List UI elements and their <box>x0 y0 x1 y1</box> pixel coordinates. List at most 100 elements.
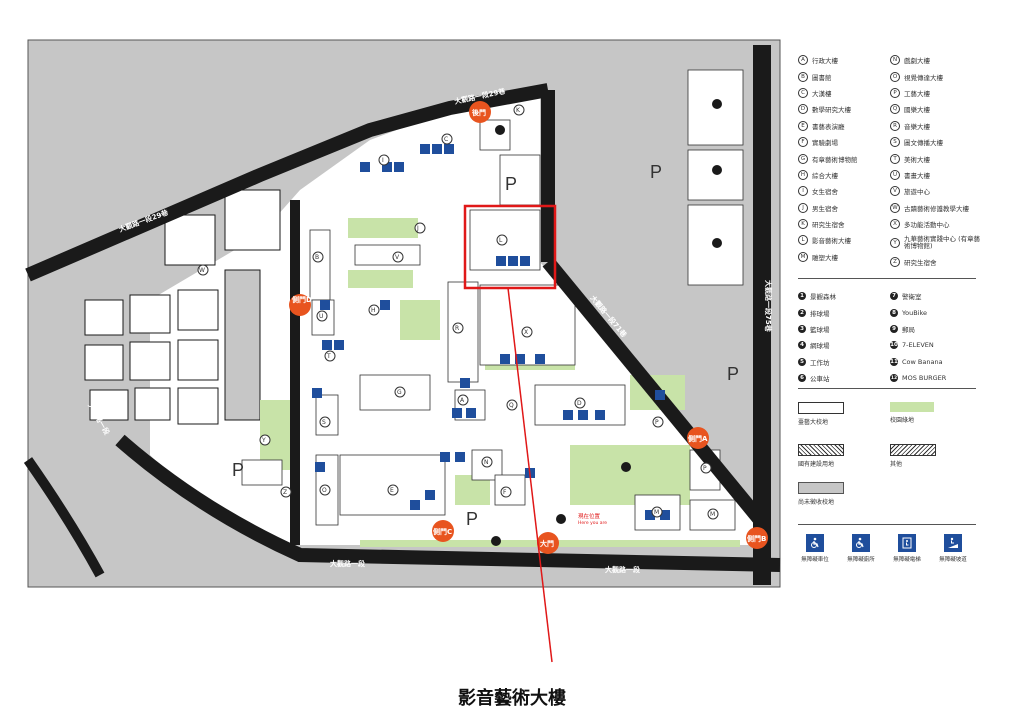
accessible-parking-icon <box>806 534 824 552</box>
road-label-south-left: 大觀路一段 <box>330 559 365 568</box>
svg-text:A: A <box>460 397 465 404</box>
facility-markers <box>491 99 722 546</box>
svg-text:P: P <box>232 460 244 480</box>
svg-text:後門: 後門 <box>471 108 486 117</box>
legend-area-other: 其他 <box>890 444 936 468</box>
svg-text:G: G <box>397 389 402 396</box>
legend-accessible-ramp: 無障礙坡道 <box>930 534 976 563</box>
svg-text:B: B <box>315 254 319 261</box>
here-label: 現在位置 <box>578 512 601 520</box>
building-letter-markers: L X R V G U B S O E A D N F P P M M I C … <box>197 104 719 520</box>
gate-side-a: 側門A <box>687 427 709 449</box>
svg-text:L: L <box>499 237 503 244</box>
legend-area-state: 國有建設用地 <box>798 444 844 468</box>
legend-divider <box>798 278 976 279</box>
legend-accessible-toilet: 無障礙廁所 <box>838 534 884 563</box>
svg-text:側門D: 側門D <box>291 295 312 304</box>
accessible-markers <box>312 144 670 520</box>
gate-back: 後門 <box>469 101 491 123</box>
here-label-en: Here you are <box>578 520 607 526</box>
gate-side-d: 側門D <box>289 294 312 316</box>
svg-text:X: X <box>524 329 528 336</box>
svg-text:M: M <box>710 511 715 518</box>
gate-main: 大門 <box>537 532 559 554</box>
svg-text:V: V <box>395 254 400 261</box>
svg-text:P: P <box>727 364 739 384</box>
svg-text:J: J <box>416 225 419 232</box>
svg-text:P: P <box>703 465 707 472</box>
legend-area-unused: 尚未徵收校地 <box>798 482 844 506</box>
svg-text:R: R <box>455 325 459 332</box>
highlight-box <box>463 204 557 290</box>
svg-text:O: O <box>322 487 327 494</box>
svg-text:側門B: 側門B <box>746 534 766 543</box>
svg-text:P: P <box>505 174 517 194</box>
parking-markers: P P P P P <box>232 162 739 529</box>
gate-side-b: 側門B <box>746 527 768 549</box>
svg-text:U: U <box>319 313 323 320</box>
svg-text:Q: Q <box>509 402 514 409</box>
svg-text:P: P <box>655 419 659 426</box>
svg-text:M: M <box>654 509 659 516</box>
accessible-toilet-icon <box>852 534 870 552</box>
svg-text:C: C <box>444 136 448 143</box>
road-label-east: 大觀路一段75巷 <box>764 280 773 333</box>
svg-text:側門C: 側門C <box>432 527 452 536</box>
svg-text:N: N <box>484 459 489 466</box>
svg-text:I: I <box>382 157 384 164</box>
svg-text:F: F <box>503 489 507 496</box>
legend-divider <box>798 524 976 525</box>
legend-accessible-elevator: 無障礙電梯 <box>884 534 930 563</box>
svg-text:側門A: 側門A <box>687 434 708 443</box>
legend-divider <box>798 388 976 389</box>
svg-text:S: S <box>322 419 326 426</box>
road-label-south-right: 大觀路一段 <box>605 565 640 574</box>
accessible-elevator-icon <box>898 534 916 552</box>
legend-area-campus: 臺藝大校地 <box>798 402 844 426</box>
legend-accessible-parking: 無障礙車位 <box>792 534 838 563</box>
highlighted-building-caption: 影音藝術大樓 <box>458 688 566 709</box>
svg-text:D: D <box>577 400 582 407</box>
gate-side-c: 側門C <box>432 520 454 542</box>
svg-text:大門: 大門 <box>540 539 554 548</box>
legend-area-green: 校園綠地 <box>890 402 934 424</box>
accessible-ramp-icon <box>944 534 962 552</box>
svg-text:T: T <box>326 353 331 360</box>
city-blocks <box>84 189 281 425</box>
svg-text:Y: Y <box>261 437 266 444</box>
